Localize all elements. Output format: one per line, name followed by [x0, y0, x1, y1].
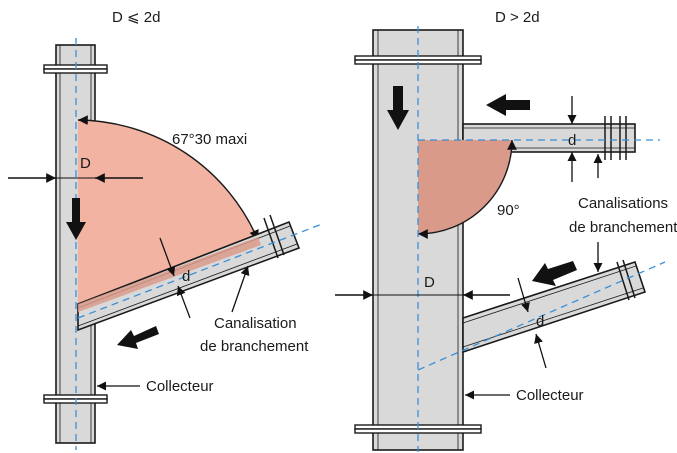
right-upper-branch-flow-arrow-icon [486, 94, 530, 116]
left-angle-label: 67°30 maxi [172, 131, 247, 148]
right-lower-branch-flow-arrow-icon [532, 261, 577, 286]
right-bottom-flange-2 [354, 428, 482, 434]
left-branch-label-line1: Canalisation [214, 315, 297, 332]
right-angle-sector [418, 140, 512, 234]
left-branch-flow-arrow-icon [117, 326, 159, 349]
right-flow-arrow-icon [387, 86, 409, 130]
right-diagram: D > 2d [335, 9, 677, 452]
left-branch-label-line2: de branchement [200, 338, 309, 355]
left-top-flange-2 [43, 68, 108, 74]
right-main-diameter-label: D [424, 274, 435, 291]
left-main-diameter-label: D [80, 155, 91, 172]
right-branch-label-line1: Canalisations [578, 195, 668, 212]
left-flow-arrow-icon [66, 198, 86, 240]
right-lower-branch-axis [417, 261, 666, 371]
right-lower-branch-diameter-label: d [536, 313, 544, 330]
left-diagram: D ⩽ 2d D [8, 9, 323, 450]
left-title: D ⩽ 2d [112, 9, 160, 26]
left-branch-axis [77, 223, 323, 319]
right-title: D > 2d [495, 9, 540, 26]
right-upper-branch-diameter-label: d [568, 132, 576, 149]
right-lower-branch-pipe [462, 259, 647, 354]
left-branch-diameter-label: d [182, 268, 190, 285]
left-collector-label: Collecteur [146, 378, 214, 395]
right-angle-label: 90° [497, 202, 520, 219]
right-branch-label-line2: de branchement [569, 219, 677, 236]
right-collector-label: Collecteur [516, 387, 584, 404]
